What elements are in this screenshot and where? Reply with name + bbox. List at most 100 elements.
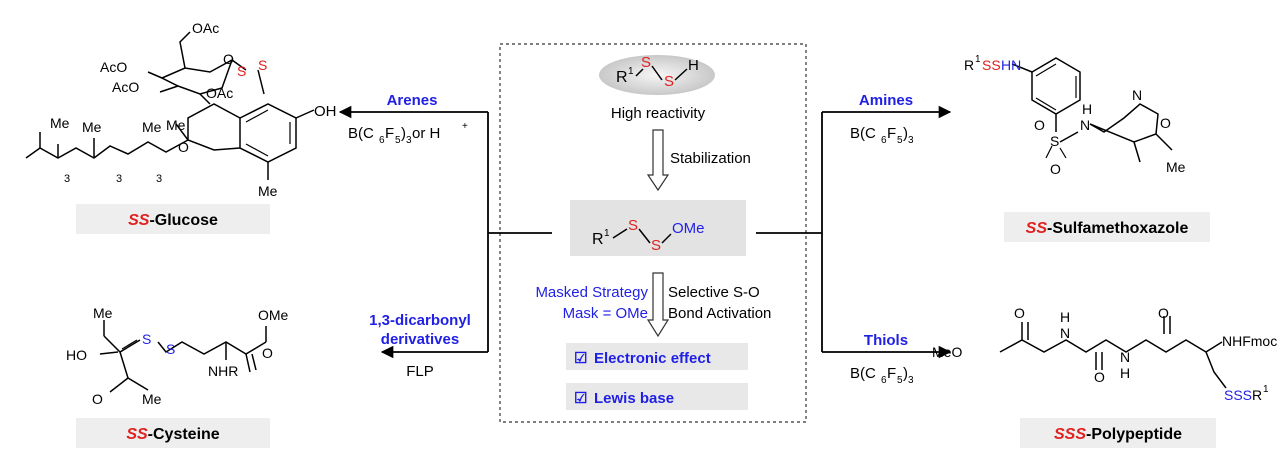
svg-text:1: 1 [1263,384,1269,395]
ss-sulfamethoxazole-label: SS-Sulfamethoxazole [1026,220,1189,237]
svg-text:OMe: OMe [672,220,705,237]
svg-text:3: 3 [64,173,70,185]
svg-text:O: O [1158,305,1169,321]
svg-text:H: H [1120,365,1130,381]
cysteine-atoms: Me HO S S OMe NHR O Me O [66,305,289,407]
selective-label-1: Selective S-O [668,284,760,301]
svg-text:Me: Me [82,119,102,135]
dicarbonyl-label-1: 1,3-dicarbonyl [369,312,471,329]
arenes-branch: Arenes B(C 6 F 5 ) 3 or H + [25,20,468,234]
svg-text:Me: Me [166,117,186,133]
svg-text:H: H [688,57,699,74]
svg-text:O: O [92,391,103,407]
stabilization-label: Stabilization [670,150,751,167]
svg-text:B(C: B(C [348,125,374,142]
masked-reagent: R 1 S S OMe [592,217,705,254]
checkbox-icon: ☑ [574,390,587,407]
svg-text:AcO: AcO [112,79,139,95]
svg-text:Me: Me [93,305,113,321]
svg-text:S: S [142,331,151,347]
svg-text:O: O [262,345,273,361]
cysteine-structure [99,320,267,393]
svg-text:NHFmoc: NHFmoc [1222,333,1277,349]
svg-text:OH: OH [314,103,337,120]
checklist-box-1 [566,343,748,370]
svg-text:3: 3 [908,375,914,386]
svg-text:S: S [237,63,246,79]
polypeptide-structure [999,316,1227,389]
glucose-atoms: OAc AcO AcO OAc O S S OH Me Me Me Me Me … [50,20,337,199]
svg-text:O: O [178,139,189,155]
svg-text:N: N [1060,325,1070,341]
svg-text:R: R [616,69,628,86]
sss-polypeptide-label: SSS-Polypeptide [1054,426,1182,443]
svg-text:N: N [1080,117,1090,133]
polypeptide-atoms: MeO O H N O N H O NHFmoc SSS R 1 [932,305,1277,403]
svg-text:S: S [641,54,651,71]
thiols-branch: Thiols B(C 6 F 5 ) 3 MeO O H N O N H O N… [850,305,1277,448]
svg-text:+: + [462,121,468,132]
mask-ome-label: Mask = OMe [563,305,648,322]
svg-text:3: 3 [116,173,122,185]
arrow-network [338,105,952,359]
ss-glucose-label-box [76,204,270,234]
svg-text:1: 1 [604,228,610,239]
svg-text:S: S [166,341,175,357]
svg-text:N: N [1132,87,1142,103]
stabilization-arrow [646,129,670,192]
svg-text:S: S [1050,133,1059,149]
sulfamethoxazole-atoms: R 1 SS HN S O O N H N O Me [964,54,1186,177]
activation-arrow [646,272,670,338]
svg-text:O: O [1034,117,1045,133]
masked-reagent-box [570,200,746,256]
ss-sulfamethoxazole-label-box [1004,212,1210,242]
svg-text:O: O [1014,305,1025,321]
glucose-structure [25,31,315,180]
svg-text:SSS: SSS [1224,387,1252,403]
svg-text:3: 3 [908,135,914,146]
svg-text:R: R [592,231,604,248]
svg-text:Me: Me [142,391,162,407]
amines-label: Amines [859,92,913,109]
svg-text:R: R [964,57,974,73]
svg-text:S: S [628,217,638,234]
svg-text:F: F [385,125,394,142]
masked-strategy-label: Masked Strategy [535,284,648,301]
svg-text:HN: HN [1001,57,1021,73]
thiols-conditions: B(C 6 F 5 ) 3 [850,365,914,386]
svg-text:5: 5 [897,135,903,146]
dicarbonyl-branch: 1,3-dicarbonyl derivatives FLP Me HO S S… [66,305,471,448]
thiols-label: Thiols [864,332,908,349]
svg-text:O: O [223,51,234,67]
svg-text:MeO: MeO [932,344,962,360]
svg-text:1: 1 [975,54,981,65]
svg-text:H: H [1060,309,1070,325]
svg-text:S: S [651,237,661,254]
ss-cysteine-label: SS-Cysteine [126,426,219,443]
svg-text:3: 3 [406,135,412,146]
svg-text:Me: Me [258,183,278,199]
svg-text:AcO: AcO [100,59,127,75]
svg-text:OMe: OMe [258,307,289,323]
svg-text:OAc: OAc [192,20,219,36]
svg-text:N: N [1120,349,1130,365]
checkbox-icon: ☑ [574,350,587,367]
reactive-reagent: R 1 S S H [616,54,699,90]
center-panel: R 1 S S H High reactivity Stabilization … [499,43,807,423]
selective-label-2: Bond Activation [668,305,771,322]
svg-text:): ) [903,365,908,382]
svg-text:OAc: OAc [206,85,233,101]
svg-text:or H: or H [412,125,440,142]
sulfamethoxazole-structure [1011,57,1173,163]
checklist-item-lewis-base: Lewis base [594,390,674,407]
svg-text:H: H [1082,101,1092,117]
svg-text:R: R [1252,387,1262,403]
svg-text:6: 6 [881,375,887,386]
high-reactivity-label: High reactivity [611,105,706,122]
svg-text:1: 1 [628,66,634,77]
flp-label: FLP [406,363,434,380]
svg-text:): ) [401,125,406,142]
amines-branch: Amines B(C 6 F 5 ) 3 R 1 SS HN S O [850,54,1210,242]
amines-conditions: B(C 6 F 5 ) 3 [850,125,914,146]
